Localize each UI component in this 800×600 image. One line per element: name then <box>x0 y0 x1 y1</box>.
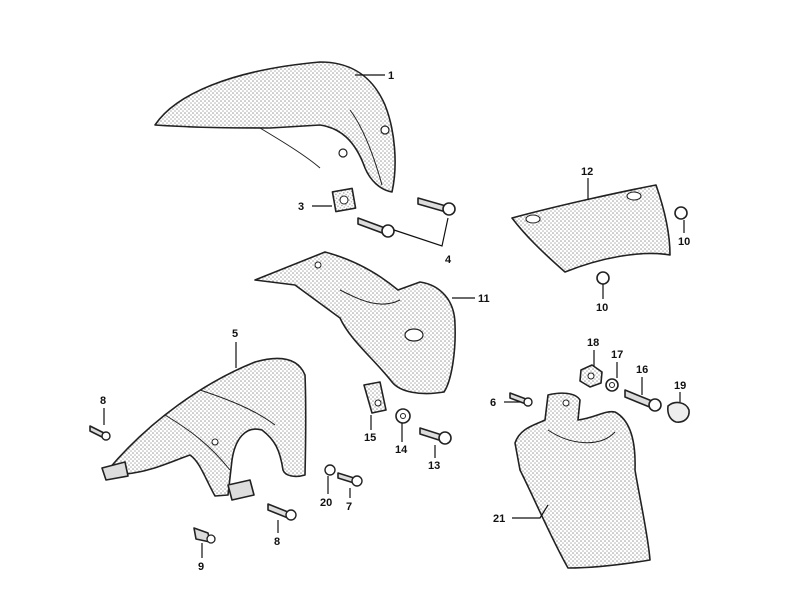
leader-lines <box>103 74 685 558</box>
part-21-tail-piece <box>514 392 651 569</box>
leader-21 <box>512 504 549 519</box>
callout-14: 14 <box>395 444 408 456</box>
callout-16: 16 <box>636 364 648 376</box>
part-12-plate <box>511 184 671 273</box>
callout-4: 4 <box>445 254 452 266</box>
part-20-washer <box>324 464 336 476</box>
leader-4 <box>393 217 449 247</box>
part-15-clip <box>363 381 387 414</box>
part-6-bolt <box>509 392 533 407</box>
callout-3: 3 <box>298 201 304 213</box>
callout-12: 12 <box>581 166 593 178</box>
callout-18: 18 <box>587 337 599 349</box>
part-1-front-fender <box>154 61 396 193</box>
callout-11: 11 <box>478 293 490 305</box>
callout-15: 15 <box>364 432 376 444</box>
callout-6: 6 <box>490 397 496 409</box>
callout-8b: 8 <box>274 536 280 548</box>
callout-17: 17 <box>611 349 623 361</box>
part-3-square-nut <box>331 187 357 213</box>
part-7-screw <box>337 472 363 487</box>
part-9-grommet <box>193 527 216 544</box>
callout-9: 9 <box>198 561 204 573</box>
part-17-washer <box>605 378 619 392</box>
part-8b-screw <box>267 503 297 521</box>
callout-7: 7 <box>346 501 352 513</box>
callout-1: 1 <box>388 70 394 82</box>
callout-20: 20 <box>320 497 332 509</box>
part-16-bolt <box>624 389 662 412</box>
part-18-nut <box>579 364 603 388</box>
part-14-washer <box>395 408 411 424</box>
part-5-inner-fender <box>101 357 307 501</box>
part-10-nuts <box>596 206 688 285</box>
part-13-screw <box>419 427 452 445</box>
part-4-screws <box>357 197 456 238</box>
callout-10b: 10 <box>596 302 608 314</box>
part-11-inner-bracket <box>254 251 456 395</box>
callout-8a: 8 <box>100 395 106 407</box>
callout-13: 13 <box>428 460 440 472</box>
callout-10a: 10 <box>678 236 690 248</box>
part-8a-screw <box>89 425 111 441</box>
callout-labels: 1 3 4 5 6 7 8 8 9 10 10 11 12 13 14 15 1… <box>100 70 690 573</box>
part-19-cap <box>667 401 690 423</box>
callout-19: 19 <box>674 380 686 392</box>
callout-21: 21 <box>493 513 505 525</box>
callout-5: 5 <box>232 328 238 340</box>
